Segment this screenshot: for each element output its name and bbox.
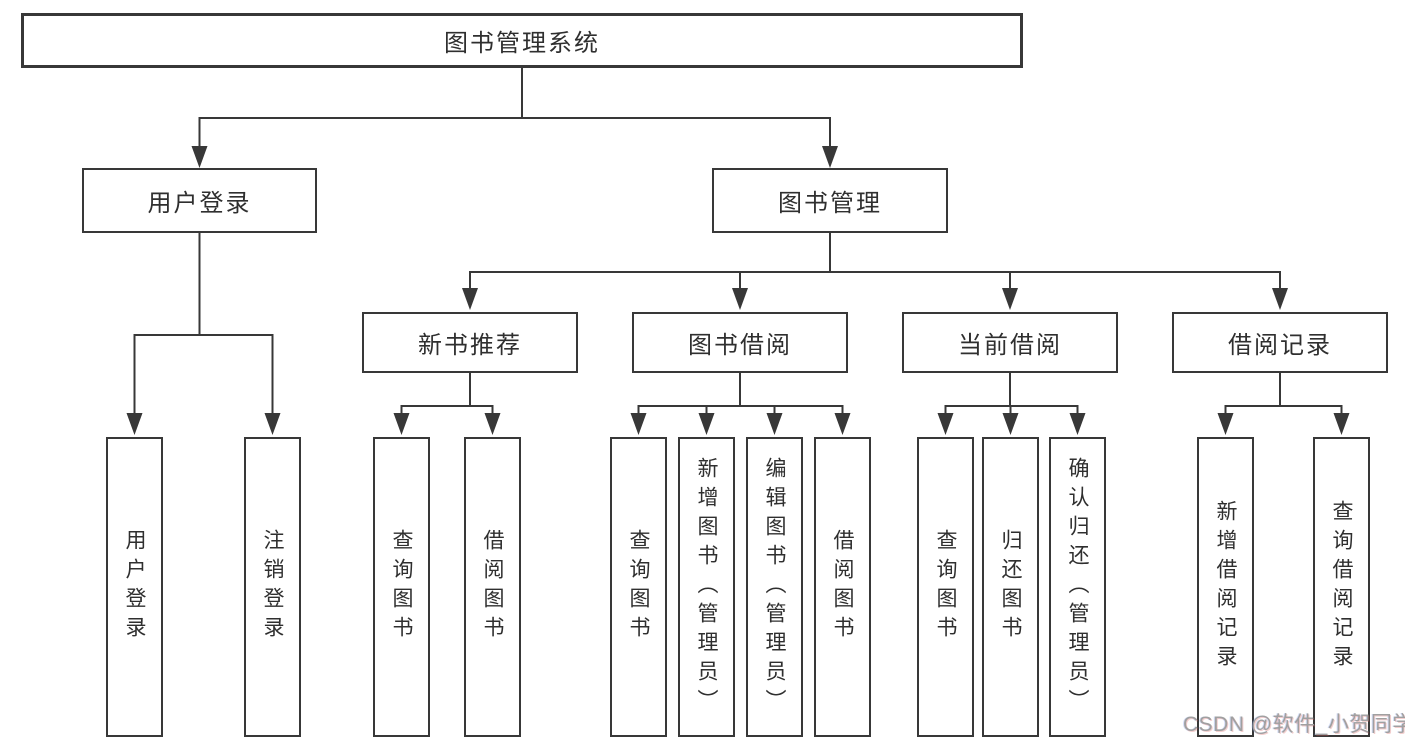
leaf-current-return-books: 归还图书 (982, 437, 1039, 737)
connector-userlogin-split (133, 334, 274, 415)
arrow-down-icon (766, 413, 783, 435)
arrow-down-icon (1272, 288, 1288, 310)
node-user-login: 用户登录 (82, 168, 317, 233)
node-root-system: 图书管理系统 (21, 13, 1023, 68)
connector-lines (133, 67, 1343, 415)
node-new-book-recommend: 新书推荐 (362, 312, 578, 373)
csdn-watermark: CSDN @软件_小贺同学 (1183, 713, 1405, 736)
connector-record-split (1224, 405, 1343, 415)
leaf-borrow-borrow-books: 借阅图书 (814, 437, 871, 737)
node-book-borrowing: 图书借阅 (632, 312, 848, 373)
leaf-record-add-record: 新增借阅记录 (1197, 437, 1254, 737)
connector-newbook-split (400, 405, 494, 415)
leaf-record-query-record: 查询借阅记录 (1313, 437, 1370, 737)
arrow-down-icon (822, 146, 838, 168)
node-book-management: 图书管理 (712, 168, 948, 233)
arrow-down-icon (834, 413, 851, 435)
node-current-borrowing: 当前借阅 (902, 312, 1118, 373)
leaf-current-confirm-return-admin: 确认归还（管理员） (1049, 437, 1106, 737)
arrow-down-icon (462, 288, 478, 310)
arrow-down-icon (191, 146, 208, 168)
connector-root-split (198, 117, 831, 148)
arrow-down-icon (698, 413, 715, 435)
node-borrowing-records: 借阅记录 (1172, 312, 1388, 373)
connector-bookmgmt-split (469, 271, 1281, 290)
leaf-current-query-books: 查询图书 (917, 437, 974, 737)
arrow-down-icon (1069, 413, 1086, 435)
arrow-down-icon (1333, 413, 1350, 435)
leaf-user-login: 用户登录 (106, 437, 163, 737)
leaf-borrow-add-books-admin: 新增图书（管理员） (678, 437, 735, 737)
arrow-down-icon (1002, 413, 1019, 435)
leaf-borrow-query-books: 查询图书 (610, 437, 667, 737)
arrow-down-icon (264, 413, 281, 435)
arrow-down-icon (484, 413, 501, 435)
arrow-down-icon (732, 288, 748, 310)
arrow-down-icon (126, 413, 143, 435)
arrow-down-icon (1217, 413, 1234, 435)
arrow-down-icon (937, 413, 954, 435)
leaf-logout: 注销登录 (244, 437, 301, 737)
leaf-borrow-edit-books-admin: 编辑图书（管理员） (746, 437, 803, 737)
connector-borrow-split (637, 405, 844, 415)
arrow-down-icon (1002, 288, 1018, 310)
leaf-newbook-borrow-books: 借阅图书 (464, 437, 521, 737)
arrowheads (126, 146, 1350, 435)
leaf-newbook-query-books: 查询图书 (373, 437, 430, 737)
arrow-down-icon (630, 413, 647, 435)
arrow-down-icon (393, 413, 410, 435)
